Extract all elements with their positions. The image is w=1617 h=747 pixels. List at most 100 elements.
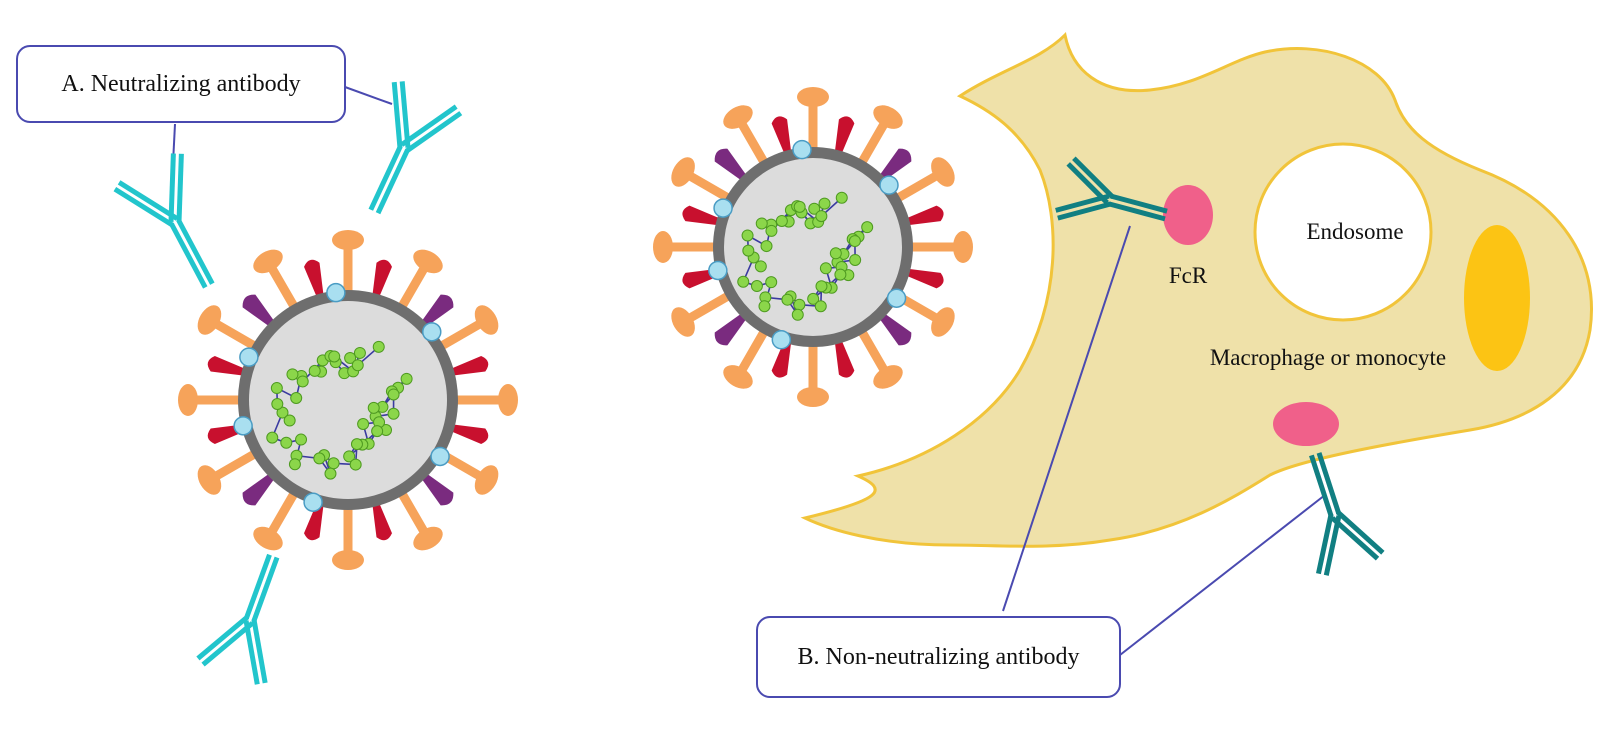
spike-head	[197, 465, 222, 495]
genome-bead	[357, 417, 370, 430]
genome-bead	[815, 210, 828, 223]
spike-stalk	[892, 172, 939, 204]
genome-bead	[367, 401, 380, 414]
spike-red	[903, 205, 944, 226]
membrane-bead	[708, 260, 728, 281]
spike-head	[797, 387, 829, 407]
genome-bead	[327, 457, 340, 470]
genome-bead	[286, 368, 299, 381]
genome-bead	[781, 293, 794, 306]
cell-label: Macrophage or monocyte	[1209, 345, 1447, 370]
spike-stalk	[268, 266, 300, 313]
genome-bead	[351, 359, 364, 372]
genome-bead	[849, 253, 862, 266]
spike-red	[447, 424, 489, 444]
genome-bead	[760, 240, 773, 253]
spike-stalk	[396, 487, 428, 534]
membrane-bead	[233, 416, 253, 436]
spike-stalk	[268, 487, 300, 534]
genome-bead	[808, 202, 821, 215]
membrane-protein-purple	[242, 471, 277, 506]
genome-bead	[819, 262, 832, 275]
genome-bead	[750, 280, 763, 293]
genome-bead	[737, 275, 750, 288]
membrane-bead	[771, 329, 792, 350]
spike-head	[931, 157, 955, 187]
genome-bead	[815, 280, 828, 293]
membrane-bead	[879, 175, 899, 195]
virus-particle-right	[653, 87, 973, 407]
spike-head	[413, 249, 443, 274]
genome-bead	[741, 229, 754, 242]
spike-head	[197, 305, 222, 335]
neutralizing-antibody-1	[113, 153, 215, 289]
genome-bead	[308, 364, 321, 377]
spike-red	[447, 356, 489, 376]
spike-head	[253, 526, 283, 551]
spike-red	[834, 337, 855, 378]
non-neutralizing-antibody-callout: B. Non-neutralizing antibody	[756, 616, 1121, 698]
genome-bead	[791, 308, 804, 321]
genome-bead	[765, 276, 778, 289]
endosome	[1253, 142, 1433, 322]
spike-stalk	[738, 121, 770, 168]
membrane-protein-purple	[714, 148, 749, 183]
membrane-bead	[430, 446, 450, 467]
spike-head	[332, 550, 364, 570]
genome-bead	[814, 300, 827, 313]
membrane-bead	[326, 282, 346, 303]
spike-head	[953, 231, 973, 263]
genome-bead	[324, 467, 337, 480]
genome-bead	[793, 298, 806, 311]
genome-bead	[349, 458, 362, 471]
spike-red	[372, 259, 392, 301]
membrane-bead	[239, 347, 259, 367]
spike-head	[931, 307, 955, 337]
genome-bead	[807, 292, 820, 305]
spike-head	[332, 230, 364, 250]
spike-red	[207, 356, 249, 376]
genome-bead	[818, 197, 831, 210]
spike-red	[834, 116, 855, 157]
genome-bead	[296, 375, 309, 388]
spike-head	[474, 465, 499, 495]
genome-bead	[861, 221, 874, 234]
genome-bead	[754, 260, 767, 273]
genome-bead	[290, 391, 303, 404]
fcr-label: FcR	[1168, 263, 1208, 288]
genome-bead	[344, 351, 357, 364]
non-neutralizing-antibody-2	[1309, 452, 1385, 576]
spike-stalk	[214, 448, 261, 480]
membrane-bead	[713, 198, 733, 218]
genome-bead	[372, 340, 385, 353]
spike-head	[723, 365, 753, 389]
membrane-protein-purple	[877, 148, 912, 183]
antibodies	[113, 81, 1385, 685]
nucleus	[1464, 225, 1530, 371]
spike-red	[682, 205, 723, 226]
membrane-protein-purple	[877, 311, 912, 346]
genome-bead	[793, 200, 806, 213]
endosome-label: Endosome	[1306, 219, 1404, 244]
virus-particle-left	[178, 230, 518, 570]
genome-bead	[283, 414, 296, 427]
genome-bead	[271, 398, 284, 411]
spike-red	[372, 499, 392, 541]
genome-bead	[834, 268, 847, 281]
membrane-protein-purple	[242, 294, 277, 329]
spike-head	[873, 105, 903, 129]
genome-bead	[387, 388, 400, 401]
genome-bead	[755, 217, 768, 230]
spike-head	[797, 87, 829, 107]
membrane-bead	[422, 322, 442, 342]
membrane-bead	[886, 288, 907, 308]
spike-red	[771, 116, 792, 157]
spike-stalk	[687, 172, 734, 204]
spike-head	[498, 384, 518, 416]
spike-stalk	[435, 320, 482, 352]
spike-stalk	[396, 266, 428, 313]
spike-stalk	[856, 121, 888, 168]
genome-bead	[765, 224, 778, 237]
genome-bead	[313, 452, 326, 465]
